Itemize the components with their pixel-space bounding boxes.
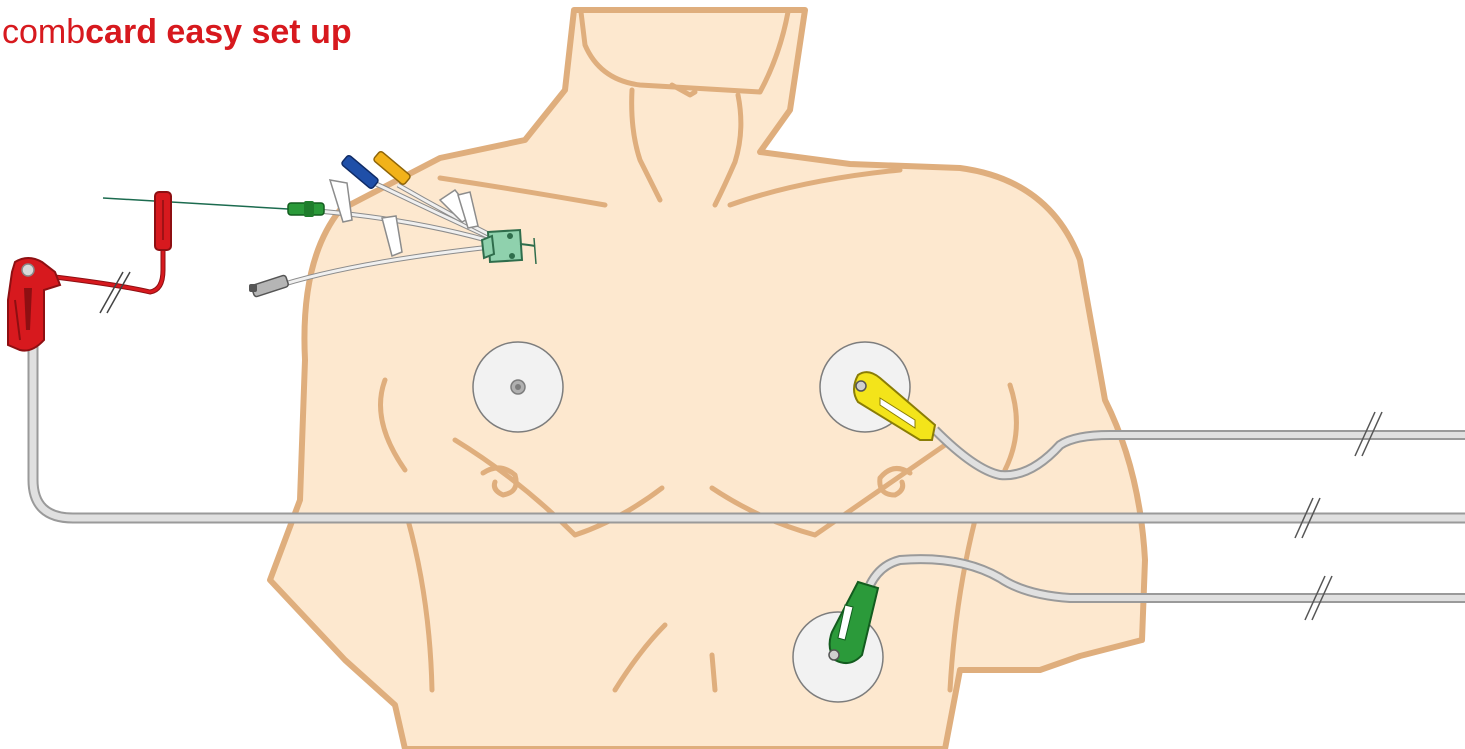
torso — [270, 10, 1145, 749]
red-clamp — [8, 258, 60, 351]
green-hub — [288, 201, 324, 217]
torso-body — [270, 10, 1145, 749]
grey-hub — [249, 275, 289, 298]
red-pin-connector — [103, 192, 288, 250]
right-chest-electrode — [473, 342, 563, 432]
red-lead-wire — [55, 250, 163, 313]
